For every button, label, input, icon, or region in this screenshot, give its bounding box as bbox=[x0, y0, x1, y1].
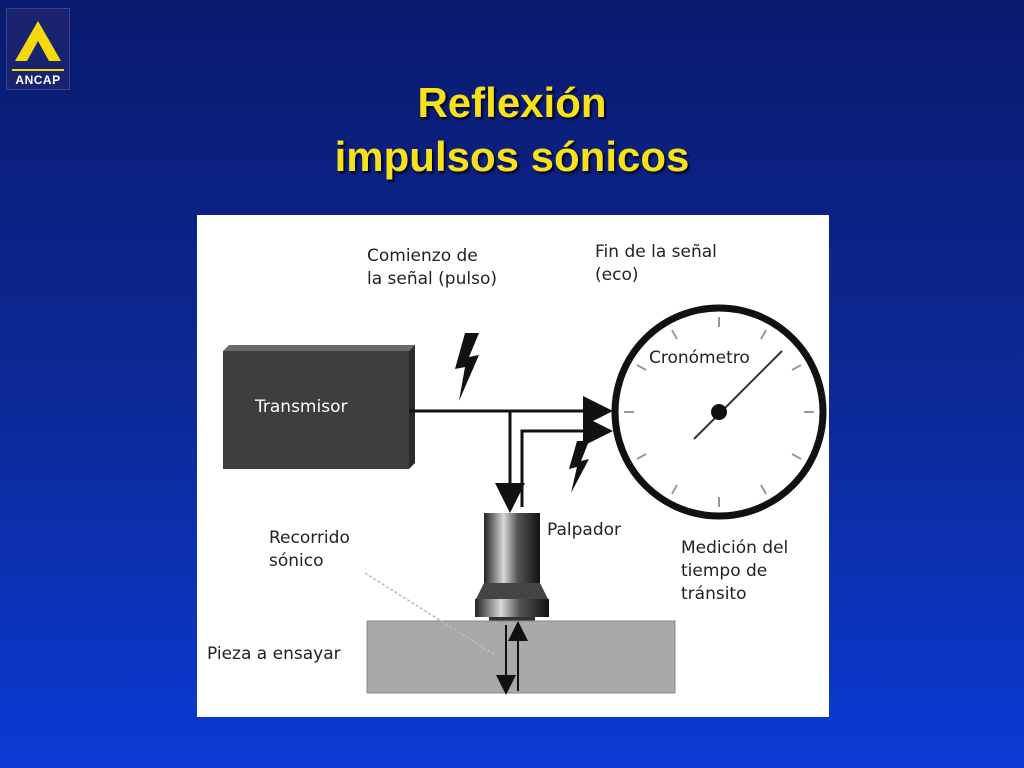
chronometer-label: Cronómetro bbox=[649, 348, 750, 368]
transit-time-label-3: tránsito bbox=[681, 584, 747, 604]
slide-title: Reflexión bbox=[417, 79, 607, 126]
transit-time-label-2: tiempo de bbox=[681, 561, 768, 581]
chronometer-needle bbox=[693, 350, 783, 440]
test-piece-label: Pieza a ensayar bbox=[207, 644, 341, 664]
transmitter-box bbox=[223, 351, 409, 469]
sonic-path-pointer bbox=[364, 572, 496, 656]
start-signal-label-2: la señal (pulso) bbox=[367, 269, 497, 289]
ancap-logo: ANCAP bbox=[6, 8, 70, 90]
lightning-bolt-icon bbox=[455, 333, 479, 401]
end-signal-label-2: (eco) bbox=[595, 265, 639, 285]
transmitter-label: Transmisor bbox=[255, 397, 348, 417]
lightning-bolt-icon bbox=[569, 441, 589, 493]
sonic-path-label-1: Recorrido bbox=[269, 528, 350, 548]
probe bbox=[475, 513, 549, 623]
triangle-logo-icon bbox=[15, 21, 61, 61]
slide-subtitle: impulsos sónicos bbox=[334, 133, 690, 180]
end-signal-label-1: Fin de la señal bbox=[595, 242, 717, 262]
sonic-path-label-2: sónico bbox=[269, 551, 324, 571]
probe-label: Palpador bbox=[547, 520, 622, 540]
start-signal-label-1: Comienzo de bbox=[367, 246, 478, 266]
logo-text: ANCAP bbox=[15, 73, 61, 87]
chronometer-dial bbox=[611, 304, 827, 520]
ultrasonic-diagram: Comienzo de la señal (pulso) Fin de la s… bbox=[197, 215, 829, 717]
logo-bar bbox=[12, 69, 64, 71]
transit-time-label-1: Medición del bbox=[681, 538, 789, 558]
test-piece bbox=[366, 620, 676, 694]
